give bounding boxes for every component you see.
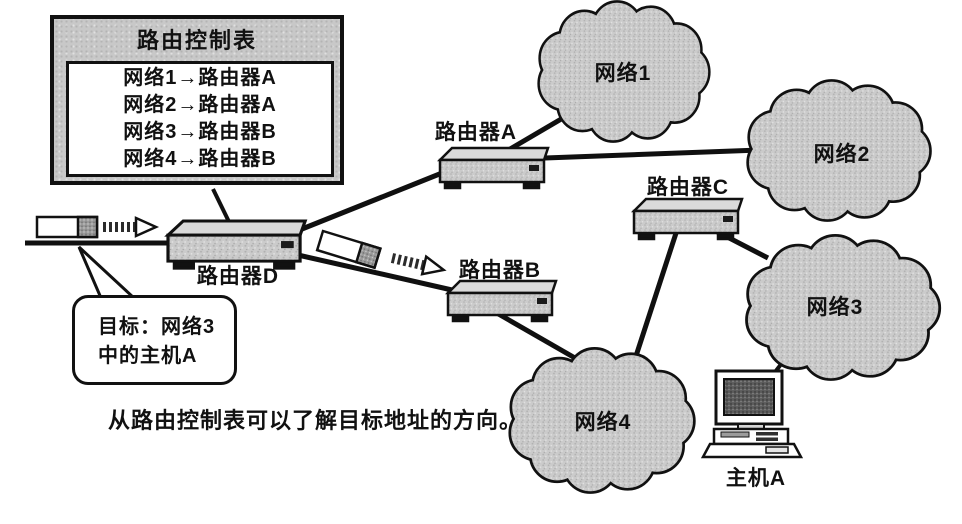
edge-router-a-to-network-2 (544, 147, 761, 161)
callout-bubble: 目标：网络3 中的主机A (72, 295, 237, 385)
label-network-4: 网络4 (574, 411, 632, 434)
routing-table-title: 路由控制表 (136, 28, 257, 53)
router-b-icon (446, 279, 558, 323)
callout-line-2: 中的主机A (98, 345, 198, 367)
label-network-2: 网络2 (813, 143, 871, 166)
routing-table-entry: 网络4→路由器B (123, 148, 277, 170)
diagram-caption: 从路由控制表可以了解目标地址的方向。 (108, 408, 523, 433)
callout-tail-icon (77, 245, 138, 300)
label-network-3: 网络3 (806, 296, 864, 319)
routing-table-entries: 网络1→路由器A 网络2→路由器A 网络3→路由器B 网络4→路由器B (66, 61, 334, 177)
connection-lines (25, 105, 794, 378)
edge-router-b-to-network-4 (493, 309, 577, 361)
callout-line-1: 目标：网络3 (98, 316, 216, 338)
label-router-b: 路由器B (458, 259, 542, 282)
packet-icon (35, 215, 99, 239)
label-router-c: 路由器C (646, 176, 730, 199)
label-host-a: 主机A (725, 467, 787, 490)
label-router-d: 路由器D (196, 265, 280, 288)
label-router-a: 路由器A (434, 121, 518, 144)
edge-router-c-to-network-4 (633, 226, 681, 357)
edge-router-d-to-router-a (296, 166, 453, 234)
router-c-icon (632, 197, 744, 241)
label-network-1: 网络1 (594, 62, 652, 85)
edge-router-d-to-router-b (297, 252, 453, 293)
routing-table-entry: 网络2→路由器A (123, 94, 277, 116)
striped-arrow-icon (390, 249, 446, 278)
computer-icon (701, 369, 803, 459)
striped-arrow-icon (103, 218, 156, 236)
routing-table-entry: 网络3→路由器B (123, 121, 277, 143)
routing-table-entry: 网络1→路由器A (123, 67, 277, 89)
routing-table: 路由控制表 网络1→路由器A 网络2→路由器A 网络3→路由器B 网络4→路由器… (50, 15, 344, 185)
router-a-icon (438, 146, 550, 190)
